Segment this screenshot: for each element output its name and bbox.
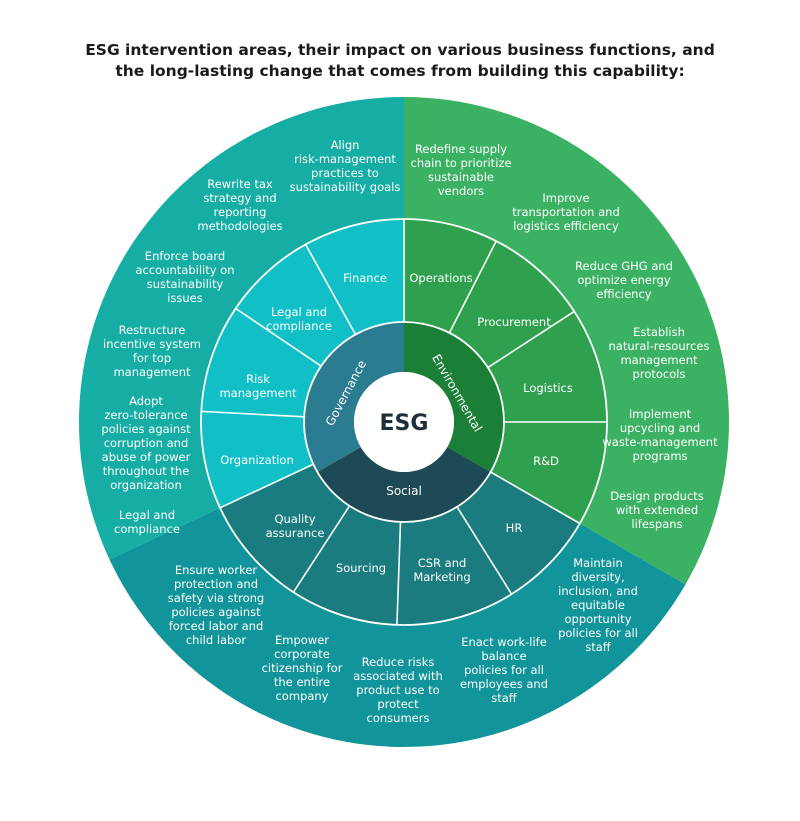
pillar-sector-environmental (404, 322, 504, 472)
title-line-1: ESG intervention areas, their impact on … (85, 41, 715, 59)
function-label-procurement: Procurement (477, 315, 551, 329)
middle-ring-governance (200, 219, 404, 508)
function-divider (456, 506, 513, 595)
function-divider (219, 463, 314, 509)
outer-ring-governance (78, 96, 404, 560)
pillar-sector-social (317, 447, 491, 522)
function-divider (396, 521, 402, 625)
outer-ring-environmental (404, 97, 729, 585)
function-label-organization: Organization (220, 453, 294, 467)
middle-ring-border (200, 218, 608, 626)
function-label-rnd: R&D (533, 454, 559, 468)
function-divider (201, 410, 305, 418)
wheel-ring-borders (200, 218, 608, 626)
pillar-label-social: Social (386, 484, 422, 498)
middle-ring-environmental (404, 219, 607, 524)
function-divider (235, 307, 322, 367)
function-label-logistics: Logistics (523, 381, 573, 395)
center-circle (354, 372, 454, 472)
function-divider (448, 240, 497, 334)
function-label-operations: Operations (409, 271, 472, 285)
pillar-sector-governance (304, 321, 404, 472)
function-divider (487, 310, 575, 369)
function-label-sourcing: Sourcing (336, 561, 386, 575)
outer-ring-social (109, 507, 686, 747)
function-label-hr: HR (506, 521, 523, 535)
function-divider (292, 505, 351, 593)
center-label: ESG (380, 411, 429, 436)
inner-ring-border (303, 321, 505, 523)
function-label-finance: Finance (343, 271, 387, 285)
diagram-title: ESG intervention areas, their impact on … (0, 40, 800, 82)
title-line-2: the long-lasting change that comes from … (115, 62, 685, 80)
function-divider (304, 244, 357, 335)
function-divider (490, 471, 581, 525)
wheel-sectors (78, 96, 729, 747)
